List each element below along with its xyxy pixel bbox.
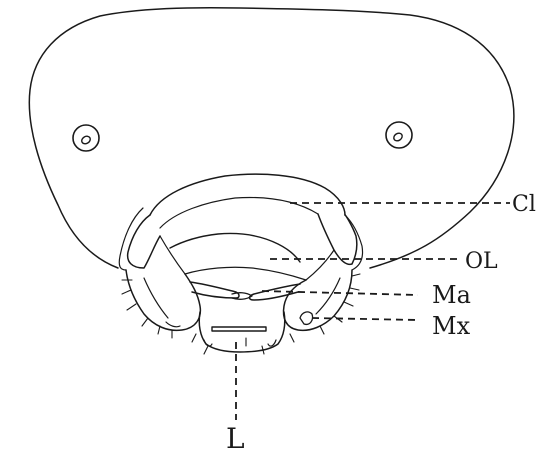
right-lateral-lower: [306, 250, 334, 280]
left-eye-pupil: [80, 135, 91, 146]
right-maxilla-fold: [316, 278, 340, 314]
right-maxilla-palp: [300, 312, 313, 324]
label-cl: Cl: [512, 192, 536, 217]
right-eye-ring: [386, 122, 412, 148]
left-lateral-wall: [128, 215, 160, 268]
labrum-lower-edge: [185, 267, 306, 280]
label-l: L: [226, 422, 245, 454]
clypeus-inner-fold: [160, 198, 318, 228]
label-mx: Mx: [432, 312, 471, 340]
labrum: [170, 233, 300, 262]
left-lateral-inner: [119, 208, 143, 270]
left-maxilla-tip: [166, 322, 180, 327]
labium-slit: [212, 327, 266, 331]
leader-ma: [262, 291, 418, 295]
head-capsule-outline: [29, 8, 514, 268]
left-lateral-outer: [160, 236, 185, 274]
label-ma: Ma: [432, 281, 471, 309]
clypeus: [150, 174, 345, 215]
mandible-junction: [232, 293, 252, 300]
labium-right-palp: [268, 340, 276, 346]
left-maxilla-fold: [144, 278, 168, 318]
left-eye-ring: [73, 125, 99, 151]
setae: [122, 274, 360, 354]
left-eye: [73, 125, 99, 151]
labium-left-palp: [204, 340, 212, 346]
right-eye: [386, 122, 412, 148]
leader-mx: [312, 318, 418, 320]
label-ol: OL: [465, 249, 498, 274]
left-maxilla: [126, 270, 200, 330]
right-eye-pupil: [392, 132, 403, 143]
